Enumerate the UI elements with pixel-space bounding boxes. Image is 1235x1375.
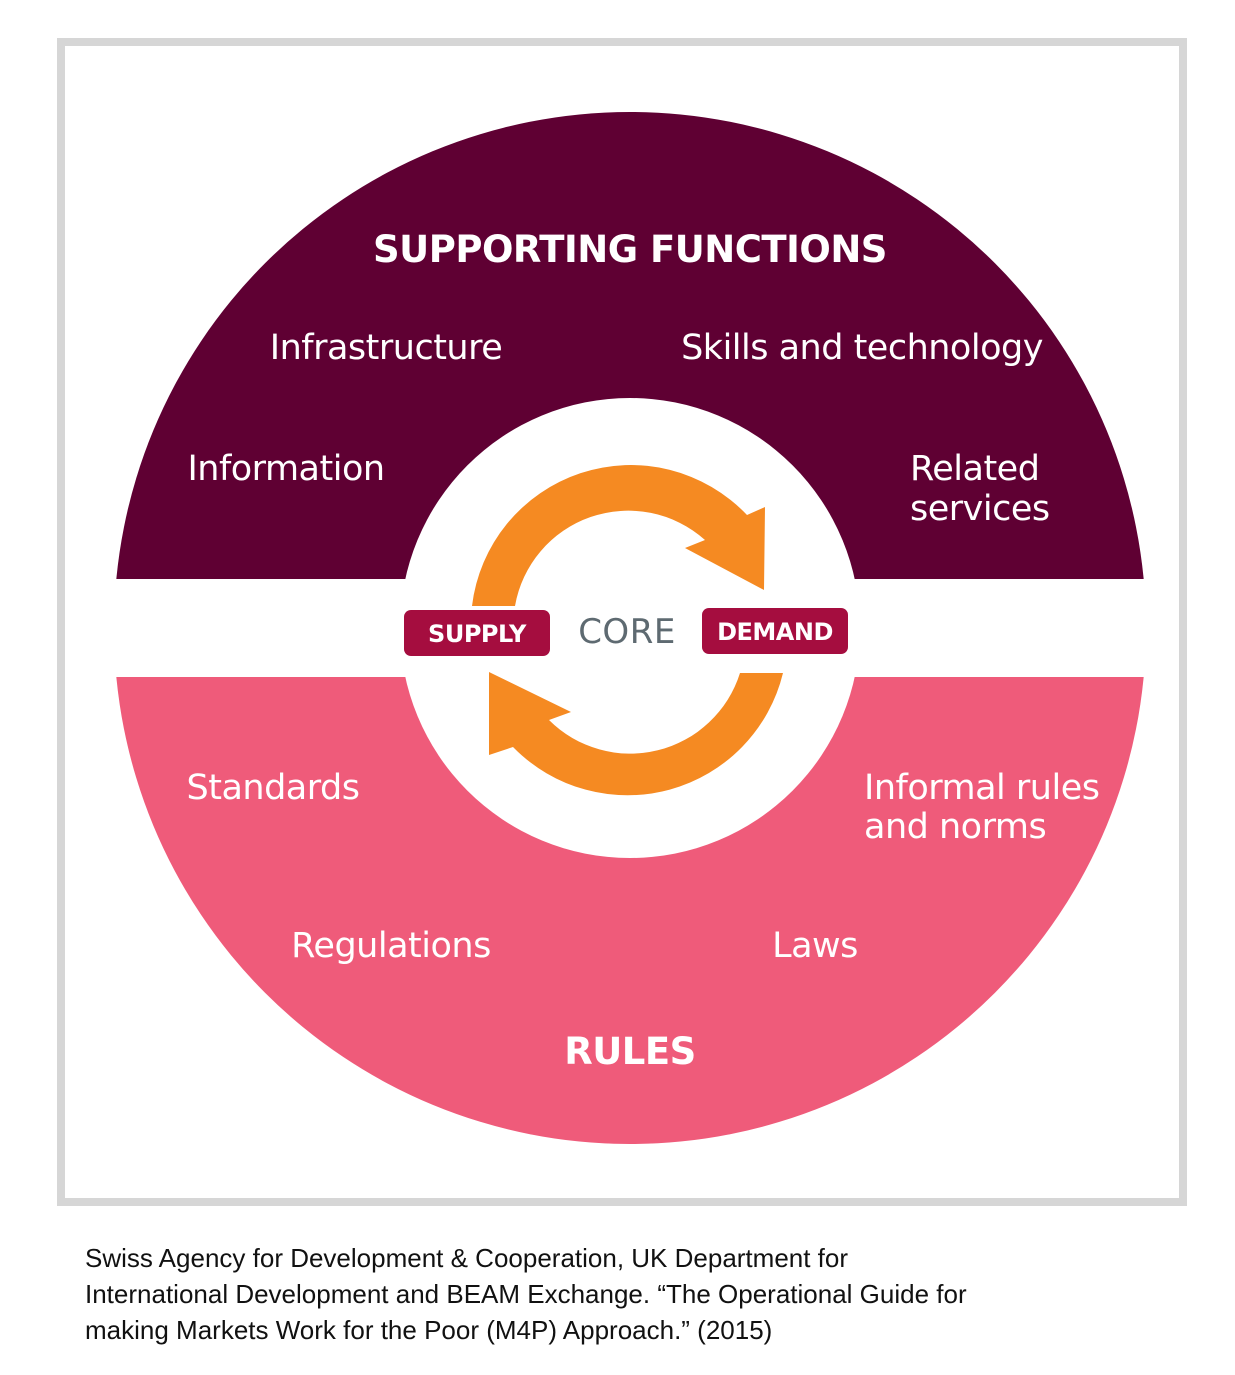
lower-cycle-arrow <box>489 672 783 796</box>
supporting-functions-heading: SUPPORTING FUNCTIONS <box>373 228 887 271</box>
supply-label: SUPPLY <box>428 620 527 648</box>
supply-badge: SUPPLY <box>404 610 550 656</box>
related-services-label-line2: services <box>910 489 1050 529</box>
laws-label: Laws <box>772 926 858 966</box>
standards-label: Standards <box>187 768 360 808</box>
demand-label: DEMAND <box>717 618 833 646</box>
rules-ring <box>116 677 1144 1144</box>
supporting-functions-ring <box>116 112 1144 579</box>
caption-line: making Markets Work for the Poor (M4P) A… <box>85 1315 773 1345</box>
related-services-label-line1: Related <box>910 449 1039 489</box>
m4p-market-system-diagram: SUPPLY CORE DEMAND SUPPORTING FUNCTIONS … <box>116 112 1144 1144</box>
informal-rules-label-line2: and norms <box>864 807 1046 847</box>
core-label: CORE <box>578 612 676 652</box>
information-label: Information <box>187 449 384 489</box>
demand-badge: DEMAND <box>702 608 848 654</box>
figure-caption: Swiss Agency for Development & Cooperati… <box>85 1240 1185 1348</box>
informal-rules-label-line1: Informal rules <box>864 768 1099 808</box>
skills-and-technology-label: Skills and technology <box>681 328 1043 368</box>
infrastructure-label: Infrastructure <box>270 328 503 368</box>
rules-heading: RULES <box>564 1030 696 1073</box>
regulations-label: Regulations <box>291 926 491 966</box>
caption-line: International Development and BEAM Excha… <box>85 1279 967 1309</box>
cycle-arrows <box>472 465 783 796</box>
upper-cycle-arrow <box>472 465 765 606</box>
caption-line: Swiss Agency for Development & Cooperati… <box>85 1243 849 1273</box>
